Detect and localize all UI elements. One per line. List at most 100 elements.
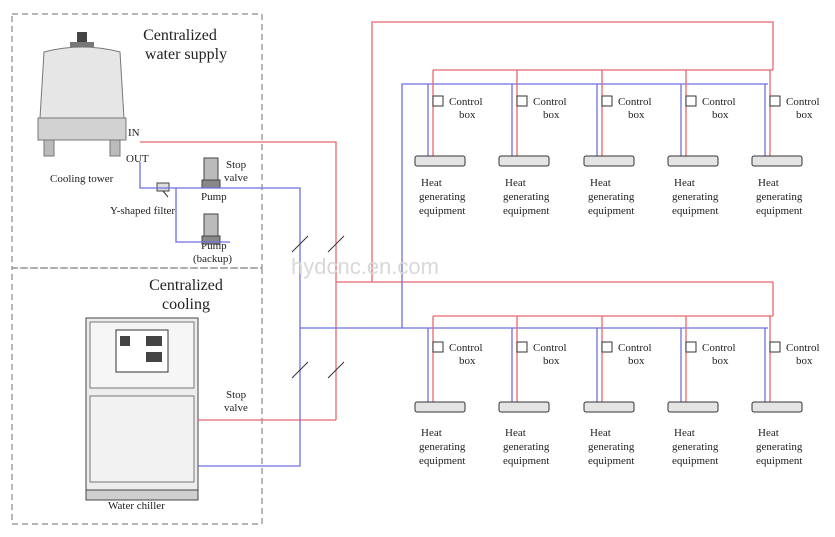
control-box-label: Control (618, 342, 652, 354)
pump-backup-icon (201, 213, 221, 245)
cooling-section-border (11, 267, 263, 525)
heat-equipment-label: Heat (421, 177, 442, 189)
water-chiller-label: Water chiller (108, 500, 165, 512)
heat-equipment-label: generating (588, 441, 635, 453)
cooling-title-line2: cooling (162, 296, 210, 313)
heat-equipment-label: Heat (590, 427, 611, 439)
control-box-label: Control (702, 342, 736, 354)
equipment-units: ControlboxHeatgeneratingequipmentControl… (414, 70, 820, 467)
heat-equipment-label: equipment (756, 455, 802, 467)
heat-equipment-icon (498, 155, 550, 167)
y-filter-icon (156, 182, 170, 198)
return-pipes (139, 83, 768, 467)
control-box-icon (432, 341, 444, 353)
control-box-label: box (459, 355, 476, 367)
cooling-title-line1: Centralized (149, 277, 223, 294)
heat-equipment-label: equipment (588, 205, 634, 217)
control-box-icon (769, 341, 781, 353)
control-box-label: Control (449, 342, 483, 354)
heat-equipment-label: equipment (588, 455, 634, 467)
control-box-label: box (628, 355, 645, 367)
heat-equipment-icon (583, 401, 635, 413)
heat-equipment-icon (498, 401, 550, 413)
water-supply-section-border (11, 13, 263, 269)
heat-equipment-label: equipment (419, 455, 465, 467)
control-box-label: box (796, 355, 813, 367)
in-label: IN (128, 127, 140, 139)
heat-equipment-label: Heat (758, 427, 779, 439)
control-box-label: Control (449, 96, 483, 108)
control-box-label: Control (786, 342, 820, 354)
stop-valve-label-2: valve (224, 172, 248, 184)
control-box-icon (516, 341, 528, 353)
heat-equipment-label: generating (756, 191, 803, 203)
heat-equipment-label: generating (672, 441, 719, 453)
heat-equipment-label: Heat (674, 427, 695, 439)
heat-equipment-label: Heat (421, 427, 442, 439)
control-box-label: box (796, 109, 813, 121)
cooling-tower-icon (37, 32, 127, 157)
heat-equipment-label: Heat (758, 177, 779, 189)
control-box-icon (685, 341, 697, 353)
heat-equipment-icon (414, 155, 466, 167)
y-filter-label: Y-shaped filter (110, 205, 175, 217)
heat-equipment-label: generating (756, 441, 803, 453)
heat-equipment-icon (751, 155, 803, 167)
stop-valve-lower-label-1: Stop (226, 389, 247, 401)
control-box-label: box (712, 109, 729, 121)
heat-equipment-label: equipment (419, 205, 465, 217)
control-box-icon (685, 95, 697, 107)
control-box-label: box (712, 355, 729, 367)
supply-title-line1: Centralized (143, 27, 217, 44)
stop-valve-lower-label-2: valve (224, 402, 248, 414)
heat-equipment-label: generating (588, 191, 635, 203)
control-box-label: box (543, 109, 560, 121)
heat-equipment-label: Heat (505, 177, 526, 189)
control-box-label: Control (618, 96, 652, 108)
heat-equipment-label: equipment (503, 205, 549, 217)
heat-equipment-label: generating (503, 191, 550, 203)
control-box-label: Control (786, 96, 820, 108)
heat-equipment-label: equipment (756, 205, 802, 217)
heat-equipment-label: Heat (505, 427, 526, 439)
heat-equipment-label: generating (419, 191, 466, 203)
heat-equipment-label: equipment (503, 455, 549, 467)
pump-backup-label-2: (backup) (193, 253, 232, 265)
control-box-icon (769, 95, 781, 107)
heat-equipment-icon (751, 401, 803, 413)
heat-equipment-label: generating (419, 441, 466, 453)
pump-icon (201, 157, 221, 189)
heat-equipment-label: generating (672, 191, 719, 203)
heat-equipment-label: Heat (590, 177, 611, 189)
out-label: OUT (126, 153, 149, 165)
control-box-label: box (459, 109, 476, 121)
heat-equipment-icon (667, 155, 719, 167)
cooling-tower-label: Cooling tower (50, 173, 114, 185)
control-box-label: Control (533, 342, 567, 354)
heat-equipment-icon (583, 155, 635, 167)
control-box-icon (432, 95, 444, 107)
control-box-label: box (628, 109, 645, 121)
control-box-label: Control (533, 96, 567, 108)
pump-label: Pump (201, 191, 227, 203)
control-box-icon (601, 95, 613, 107)
heat-equipment-label: generating (503, 441, 550, 453)
water-chiller-icon (85, 317, 199, 501)
heat-equipment-label: Heat (674, 177, 695, 189)
heat-equipment-icon (414, 401, 466, 413)
heat-equipment-label: equipment (672, 455, 718, 467)
control-box-icon (516, 95, 528, 107)
control-box-icon (601, 341, 613, 353)
stop-valve-label-1: Stop (226, 159, 247, 171)
